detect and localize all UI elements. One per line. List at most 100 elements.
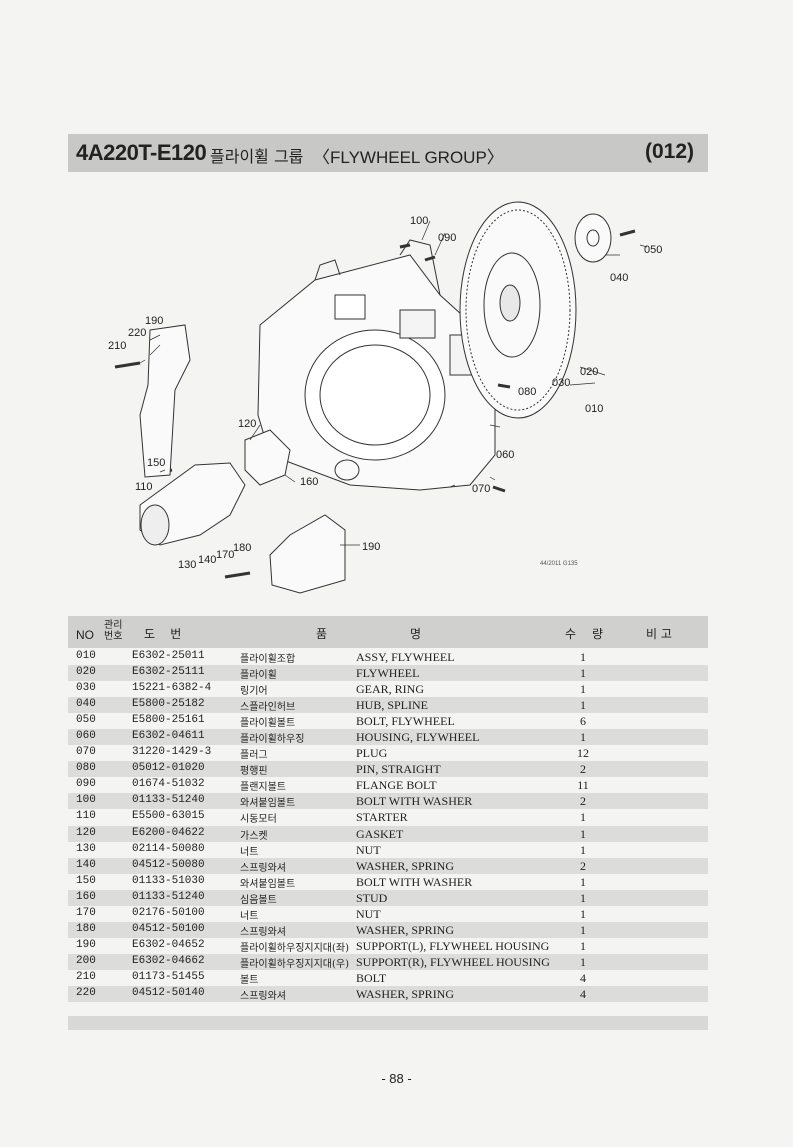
part-quantity: 1 — [580, 938, 586, 953]
part-ref-number: 160 — [76, 890, 96, 903]
part-number: E6302-04652 — [132, 938, 205, 951]
part-name-korean: 링기어 — [240, 686, 268, 698]
part-ref-number: 120 — [76, 826, 96, 839]
support-right-drawing — [139, 324, 191, 478]
part-name-korean: 심음볼트 — [240, 894, 277, 906]
part-quantity: 1 — [580, 954, 586, 969]
part-name-korean: 플랜지볼트 — [240, 782, 286, 794]
part-number: 01173-51455 — [132, 970, 205, 983]
part-name-english: HOUSING, FLYWHEEL — [356, 730, 480, 745]
part-ref-number: 010 — [76, 650, 96, 662]
part-name-english: BOLT WITH WASHER — [356, 794, 473, 809]
part-ref-number: 060 — [76, 730, 96, 743]
part-quantity: 11 — [577, 778, 589, 793]
part-ref-number: 100 — [76, 794, 96, 807]
header-no: NO — [76, 628, 94, 642]
part-number: 04512-50100 — [132, 922, 205, 935]
header-remarks: 비 고 — [646, 627, 672, 641]
part-name-english: HUB, SPLINE — [356, 698, 429, 713]
header-ref-bottom: 번호 — [104, 631, 123, 642]
part-quantity: 1 — [580, 906, 586, 921]
part-name-english: FLANGE BOLT — [356, 778, 437, 793]
part-number: 01133-51240 — [132, 794, 205, 807]
part-name-english: WASHER, SPRING — [356, 922, 455, 937]
part-number: E6302-25111 — [132, 666, 205, 679]
part-number: 04512-50080 — [132, 858, 205, 871]
callout-labels: 100 090 050 040 020 030 080 010 060 070 … — [108, 215, 662, 571]
part-name-korean: 플라이휠하우징 — [240, 734, 305, 746]
part-name-english: BOLT WITH WASHER — [356, 874, 473, 889]
part-ref-number: 180 — [76, 922, 96, 935]
part-number: E6302-04662 — [132, 954, 205, 967]
figure-code: 44/2011 G135 — [540, 561, 578, 567]
part-ref-number: 070 — [76, 746, 96, 759]
part-quantity: 1 — [580, 698, 586, 713]
group-title-english: 〈FLYWHEEL GROUP〉 — [313, 148, 504, 167]
part-name-english: BOLT — [356, 970, 387, 985]
part-ref-number: 220 — [76, 986, 96, 999]
part-quantity: 1 — [580, 666, 586, 681]
part-name-english: STUD — [356, 890, 388, 905]
header-ref-top: 관리 — [104, 620, 123, 631]
callout-210: 210 — [108, 340, 126, 352]
part-name-english: WASHER, SPRING — [356, 858, 455, 873]
part-name-korean: 스프링와셔 — [240, 990, 286, 1002]
footer-bar — [68, 1016, 708, 1030]
part-name-english: NUT — [356, 906, 381, 921]
callout-020: 020 — [580, 366, 598, 378]
part-number: 05012-01020 — [132, 762, 205, 775]
callout-030: 030 — [552, 377, 570, 389]
callout-110: 110 — [135, 481, 153, 493]
part-name-korean: 스플라인허브 — [240, 702, 296, 714]
part-number: 01133-51030 — [132, 874, 205, 887]
part-ref-number: 090 — [76, 778, 96, 791]
part-name-korean: 너트 — [240, 846, 259, 858]
callout-200: 190 — [145, 315, 163, 327]
part-ref-number: 170 — [76, 906, 96, 919]
header-qty-right: 량 — [592, 627, 604, 641]
part-ref-number: 080 — [76, 762, 96, 775]
part-number: 04512-50140 — [132, 986, 205, 999]
part-ref-number: 200 — [76, 954, 96, 967]
part-ref-number: 190 — [76, 938, 96, 951]
part-name-korean: 플러그 — [240, 750, 268, 762]
part-name-english: GEAR, RING — [356, 682, 424, 697]
header-name-right: 명 — [410, 627, 422, 641]
part-quantity: 1 — [580, 826, 586, 841]
callout-190: 190 — [362, 541, 380, 553]
part-name-korean: 평행핀 — [240, 766, 268, 778]
callout-120: 120 — [238, 418, 256, 430]
callout-010: 010 — [585, 403, 603, 415]
callout-090: 090 — [438, 232, 456, 244]
callout-150: 150 — [147, 457, 165, 469]
part-name-korean: 너트 — [240, 910, 259, 922]
part-name-english: SUPPORT(L), FLYWHEEL HOUSING — [356, 938, 550, 953]
part-quantity: 4 — [580, 986, 586, 1001]
model-number: 4A220T-E120 — [76, 140, 207, 165]
part-name-english: PIN, STRAIGHT — [356, 762, 441, 777]
callout-130: 130 — [178, 559, 196, 571]
part-name-korean: 와셔붙임볼트 — [240, 798, 296, 810]
part-name-korean: 볼트 — [240, 974, 259, 986]
callout-080: 080 — [518, 386, 536, 398]
part-quantity: 1 — [580, 874, 586, 889]
part-name-english: NUT — [356, 842, 381, 857]
part-name-english: SUPPORT(R), FLYWHEEL HOUSING — [356, 954, 550, 969]
parts-table-header: NO 관리 번호 도 번 품 명 수 량 비 고 — [68, 616, 708, 648]
part-quantity: 12 — [577, 746, 589, 761]
